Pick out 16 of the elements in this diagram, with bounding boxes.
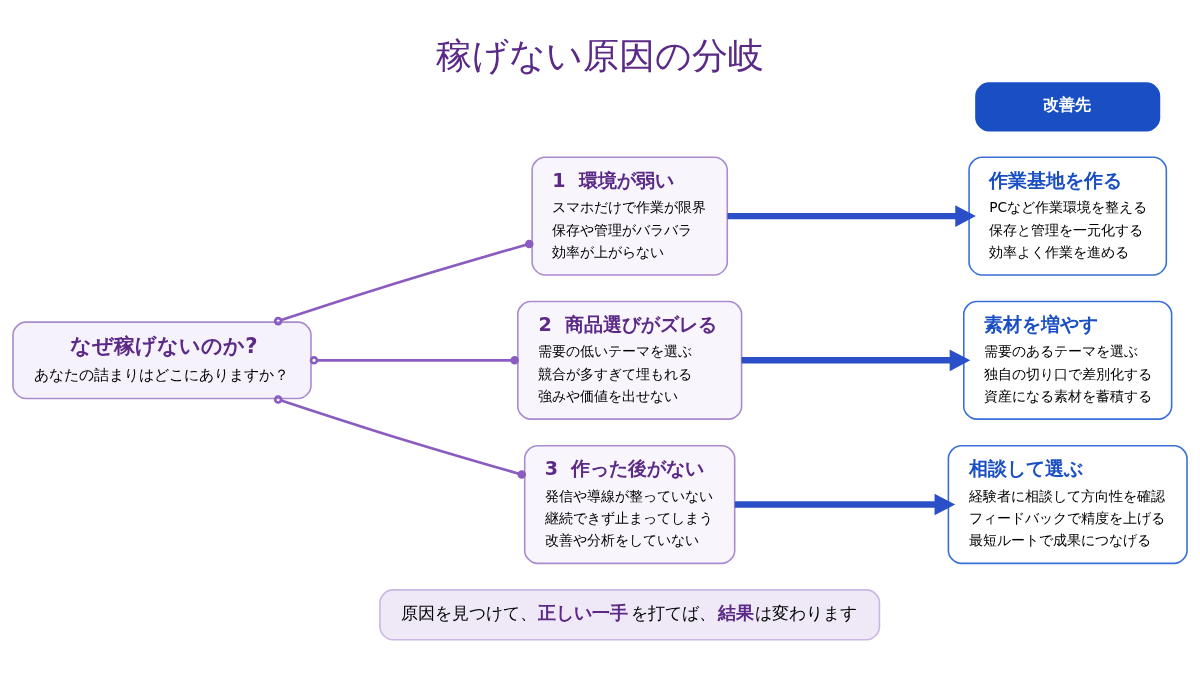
arrow (727, 205, 976, 227)
node-box: 原因を見つけて、正しい一手を打てば、結果は変わります (379, 589, 881, 641)
node-box: なぜ稼げないのか? あなたの詰まりはどこにありますか？ (12, 321, 312, 400)
diagram-title: 稼げない原因の分岐 (436, 35, 764, 78)
node-box: 作業基地を作る PCなど作業環境を整える 保存と管理を一元化する 効率よく作業を進める (968, 156, 1168, 276)
connector (273, 395, 527, 479)
node-box: 改善先 (975, 82, 1161, 132)
connector (309, 356, 519, 365)
node-box: 3 作った後がない 発信や導線が整っていない 継続できず止まってしまう 改善や分析をしていない (523, 444, 736, 565)
node-box: 相談して選ぶ 経験者に相談して方向性を確認 フィードバックで精度を上げる 最短ルートで成果につなげる (947, 444, 1188, 565)
arrow (741, 349, 971, 372)
connector (273, 239, 534, 326)
node-box: 素材を増やす 需要のあるテーマを選ぶ 独自の切り口で差別化する 資産になる素材を蓄積する (962, 300, 1173, 420)
node-box: 2 商品選びがズレる 需要の低いテーマを選ぶ 競合が多すぎて埋もれる 強みや価値を出せない (517, 300, 743, 420)
arrow (734, 493, 956, 516)
node-box: 1 環境が弱い スマホだけで作業が限界 保存や管理がバラバラ 効率が上がらない (531, 156, 729, 276)
